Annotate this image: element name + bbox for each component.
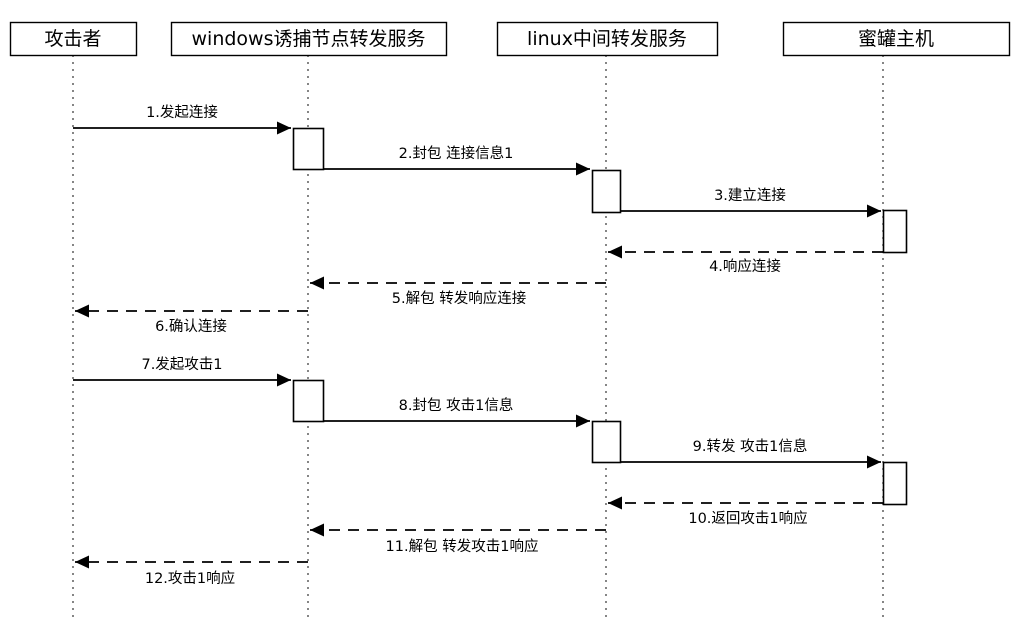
message-arrowhead-2 xyxy=(576,162,590,176)
actor-box-honeypot-host xyxy=(782,21,1011,57)
activation-bar-honeypot-host-5 xyxy=(882,461,908,506)
message-arrowhead-4 xyxy=(608,245,622,259)
message-label-2: 2.封包 连接信息1 xyxy=(399,145,514,162)
actor-header-attacker[interactable]: 攻击者 xyxy=(9,21,138,57)
activation-bars-layer xyxy=(292,127,908,506)
actor-label-windows-forwarder: windows诱捕节点转发服务 xyxy=(192,28,426,50)
message-label-10: 10.返回攻击1响应 xyxy=(688,509,807,527)
message-label-11: 11.解包 转发攻击1响应 xyxy=(386,537,539,555)
message-8[interactable]: 8.封包 攻击1信息 xyxy=(323,397,590,428)
message-label-4: 4.响应连接 xyxy=(709,257,781,275)
message-arrowhead-7 xyxy=(277,373,291,387)
message-10[interactable]: 10.返回攻击1响应 xyxy=(608,496,883,528)
message-3[interactable]: 3.建立连接 xyxy=(620,187,881,218)
message-4[interactable]: 4.响应连接 xyxy=(608,245,883,276)
message-label-8: 8.封包 攻击1信息 xyxy=(399,397,514,414)
message-arrowhead-5 xyxy=(310,276,324,290)
message-11[interactable]: 11.解包 转发攻击1响应 xyxy=(310,523,606,556)
message-1[interactable]: 1.发起连接 xyxy=(73,104,291,135)
actor-label-attacker: 攻击者 xyxy=(44,28,101,50)
message-arrowhead-12 xyxy=(75,555,89,569)
actor-header-honeypot-host[interactable]: 蜜罐主机 xyxy=(782,21,1011,57)
message-label-5: 5.解包 转发响应连接 xyxy=(392,289,526,307)
activation-bar-windows-forwarder-3 xyxy=(292,379,325,423)
message-12[interactable]: 12.攻击1响应 xyxy=(75,555,308,588)
actor-box-linux-relay xyxy=(496,21,719,57)
messages-layer: 1.发起连接 2.封包 连接信息1 3.建立连接 4.响应连接 5.解包 转发响应连接 6… xyxy=(73,104,883,587)
activation-bar-windows-forwarder-0 xyxy=(292,127,325,171)
activation-bar-linux-relay-1 xyxy=(591,169,622,214)
message-arrowhead-1 xyxy=(277,121,291,135)
message-label-7: 7.发起攻击1 xyxy=(141,356,222,373)
message-label-9: 9.转发 攻击1信息 xyxy=(693,438,808,455)
message-label-12: 12.攻击1响应 xyxy=(145,569,235,587)
message-arrowhead-9 xyxy=(867,455,881,469)
actor-header-windows-forwarder[interactable]: windows诱捕节点转发服务 xyxy=(170,21,448,57)
message-5[interactable]: 5.解包 转发响应连接 xyxy=(310,276,606,308)
actor-box-windows-forwarder xyxy=(170,21,448,57)
actor-label-linux-relay: linux中间转发服务 xyxy=(527,28,687,50)
message-arrowhead-10 xyxy=(608,496,622,510)
message-label-1: 1.发起连接 xyxy=(146,104,218,121)
message-6[interactable]: 6.确认连接 xyxy=(75,304,308,336)
activation-bar-honeypot-host-2 xyxy=(882,209,908,254)
message-arrowhead-8 xyxy=(576,414,590,428)
actor-headers-layer: 攻击者 windows诱捕节点转发服务 linux中间转发服务 蜜罐主机 xyxy=(9,21,1011,57)
message-9[interactable]: 9.转发 攻击1信息 xyxy=(620,438,881,469)
message-arrowhead-11 xyxy=(310,523,324,537)
lifelines-layer xyxy=(72,55,884,617)
message-label-6: 6.确认连接 xyxy=(155,318,227,335)
message-7[interactable]: 7.发起攻击1 xyxy=(73,356,291,387)
message-2[interactable]: 2.封包 连接信息1 xyxy=(323,145,590,176)
actor-label-honeypot-host: 蜜罐主机 xyxy=(858,28,934,50)
activation-bar-linux-relay-4 xyxy=(591,420,622,464)
actor-box-attacker xyxy=(9,21,138,57)
message-arrowhead-3 xyxy=(867,204,881,218)
message-arrowhead-6 xyxy=(75,304,89,318)
message-label-3: 3.建立连接 xyxy=(714,187,786,204)
actor-header-linux-relay[interactable]: linux中间转发服务 xyxy=(496,21,719,57)
